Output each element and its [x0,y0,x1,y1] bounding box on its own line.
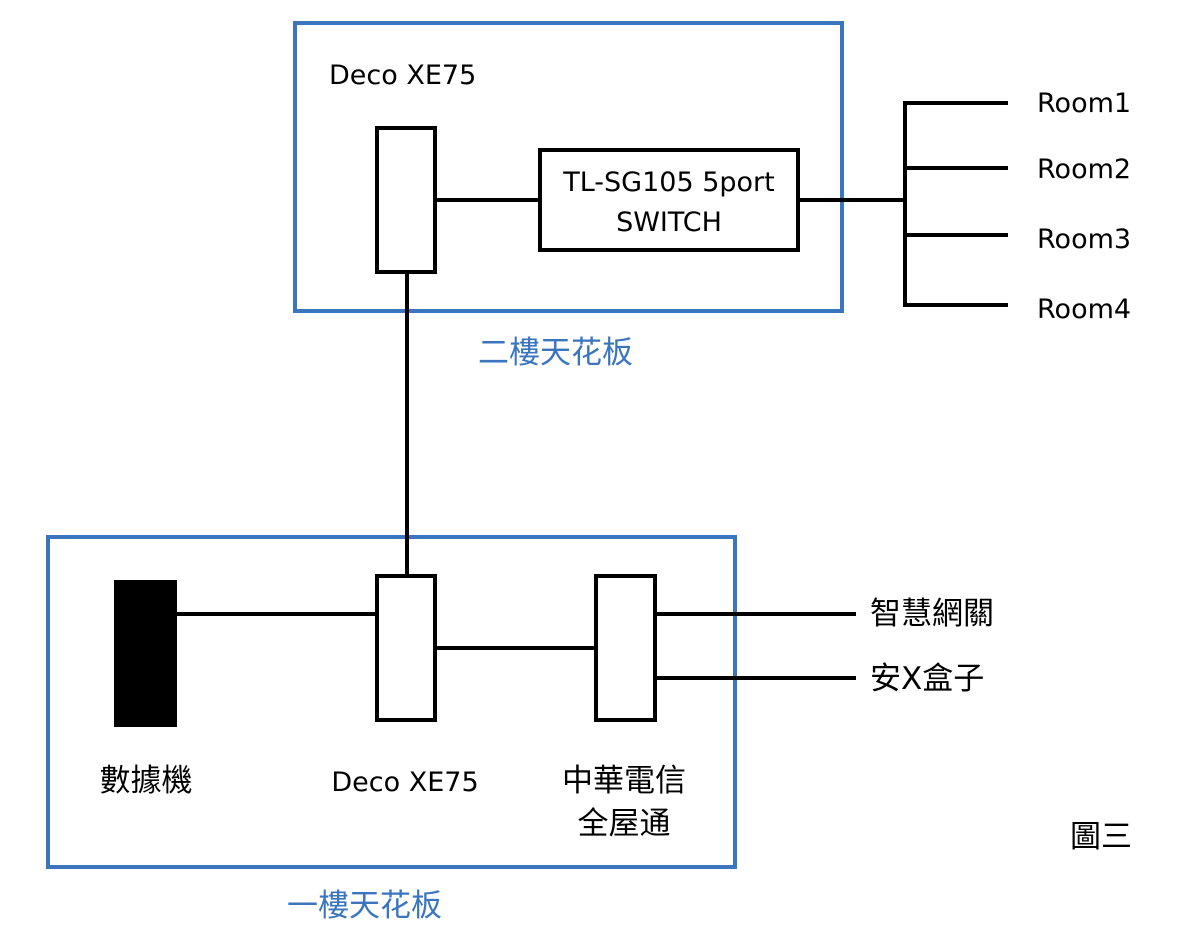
modem-label: 數據機 [100,763,193,799]
switch-label-line1: TL-SG105 5port [562,167,775,198]
figure-label: 圖三 [1070,819,1132,855]
switch-label-line2: SWITCH [616,207,722,238]
upper-floor-area-label: 二樓天花板 [478,335,633,371]
box-label: 安X盒子 [870,661,984,697]
cht-label-line2: 全屋通 [578,806,671,842]
lower-deco-label: Deco XE75 [331,767,478,798]
lower-floor-area-label: 一樓天花板 [287,888,442,924]
lower-floor-frame [46,535,737,869]
room1-label: Room1 [1037,88,1131,119]
gateway-label: 智慧網關 [870,596,994,632]
room3-label: Room3 [1037,224,1131,255]
lower-deco-device [375,574,437,722]
room2-label: Room2 [1037,154,1131,185]
cht-device [594,574,657,722]
upper-floor-frame [293,21,844,313]
upper-deco-label: Deco XE75 [329,60,476,91]
modem-device [114,580,177,727]
upper-deco-device [375,126,437,274]
room4-label: Room4 [1037,294,1131,325]
cht-label-line1: 中華電信 [562,763,686,799]
